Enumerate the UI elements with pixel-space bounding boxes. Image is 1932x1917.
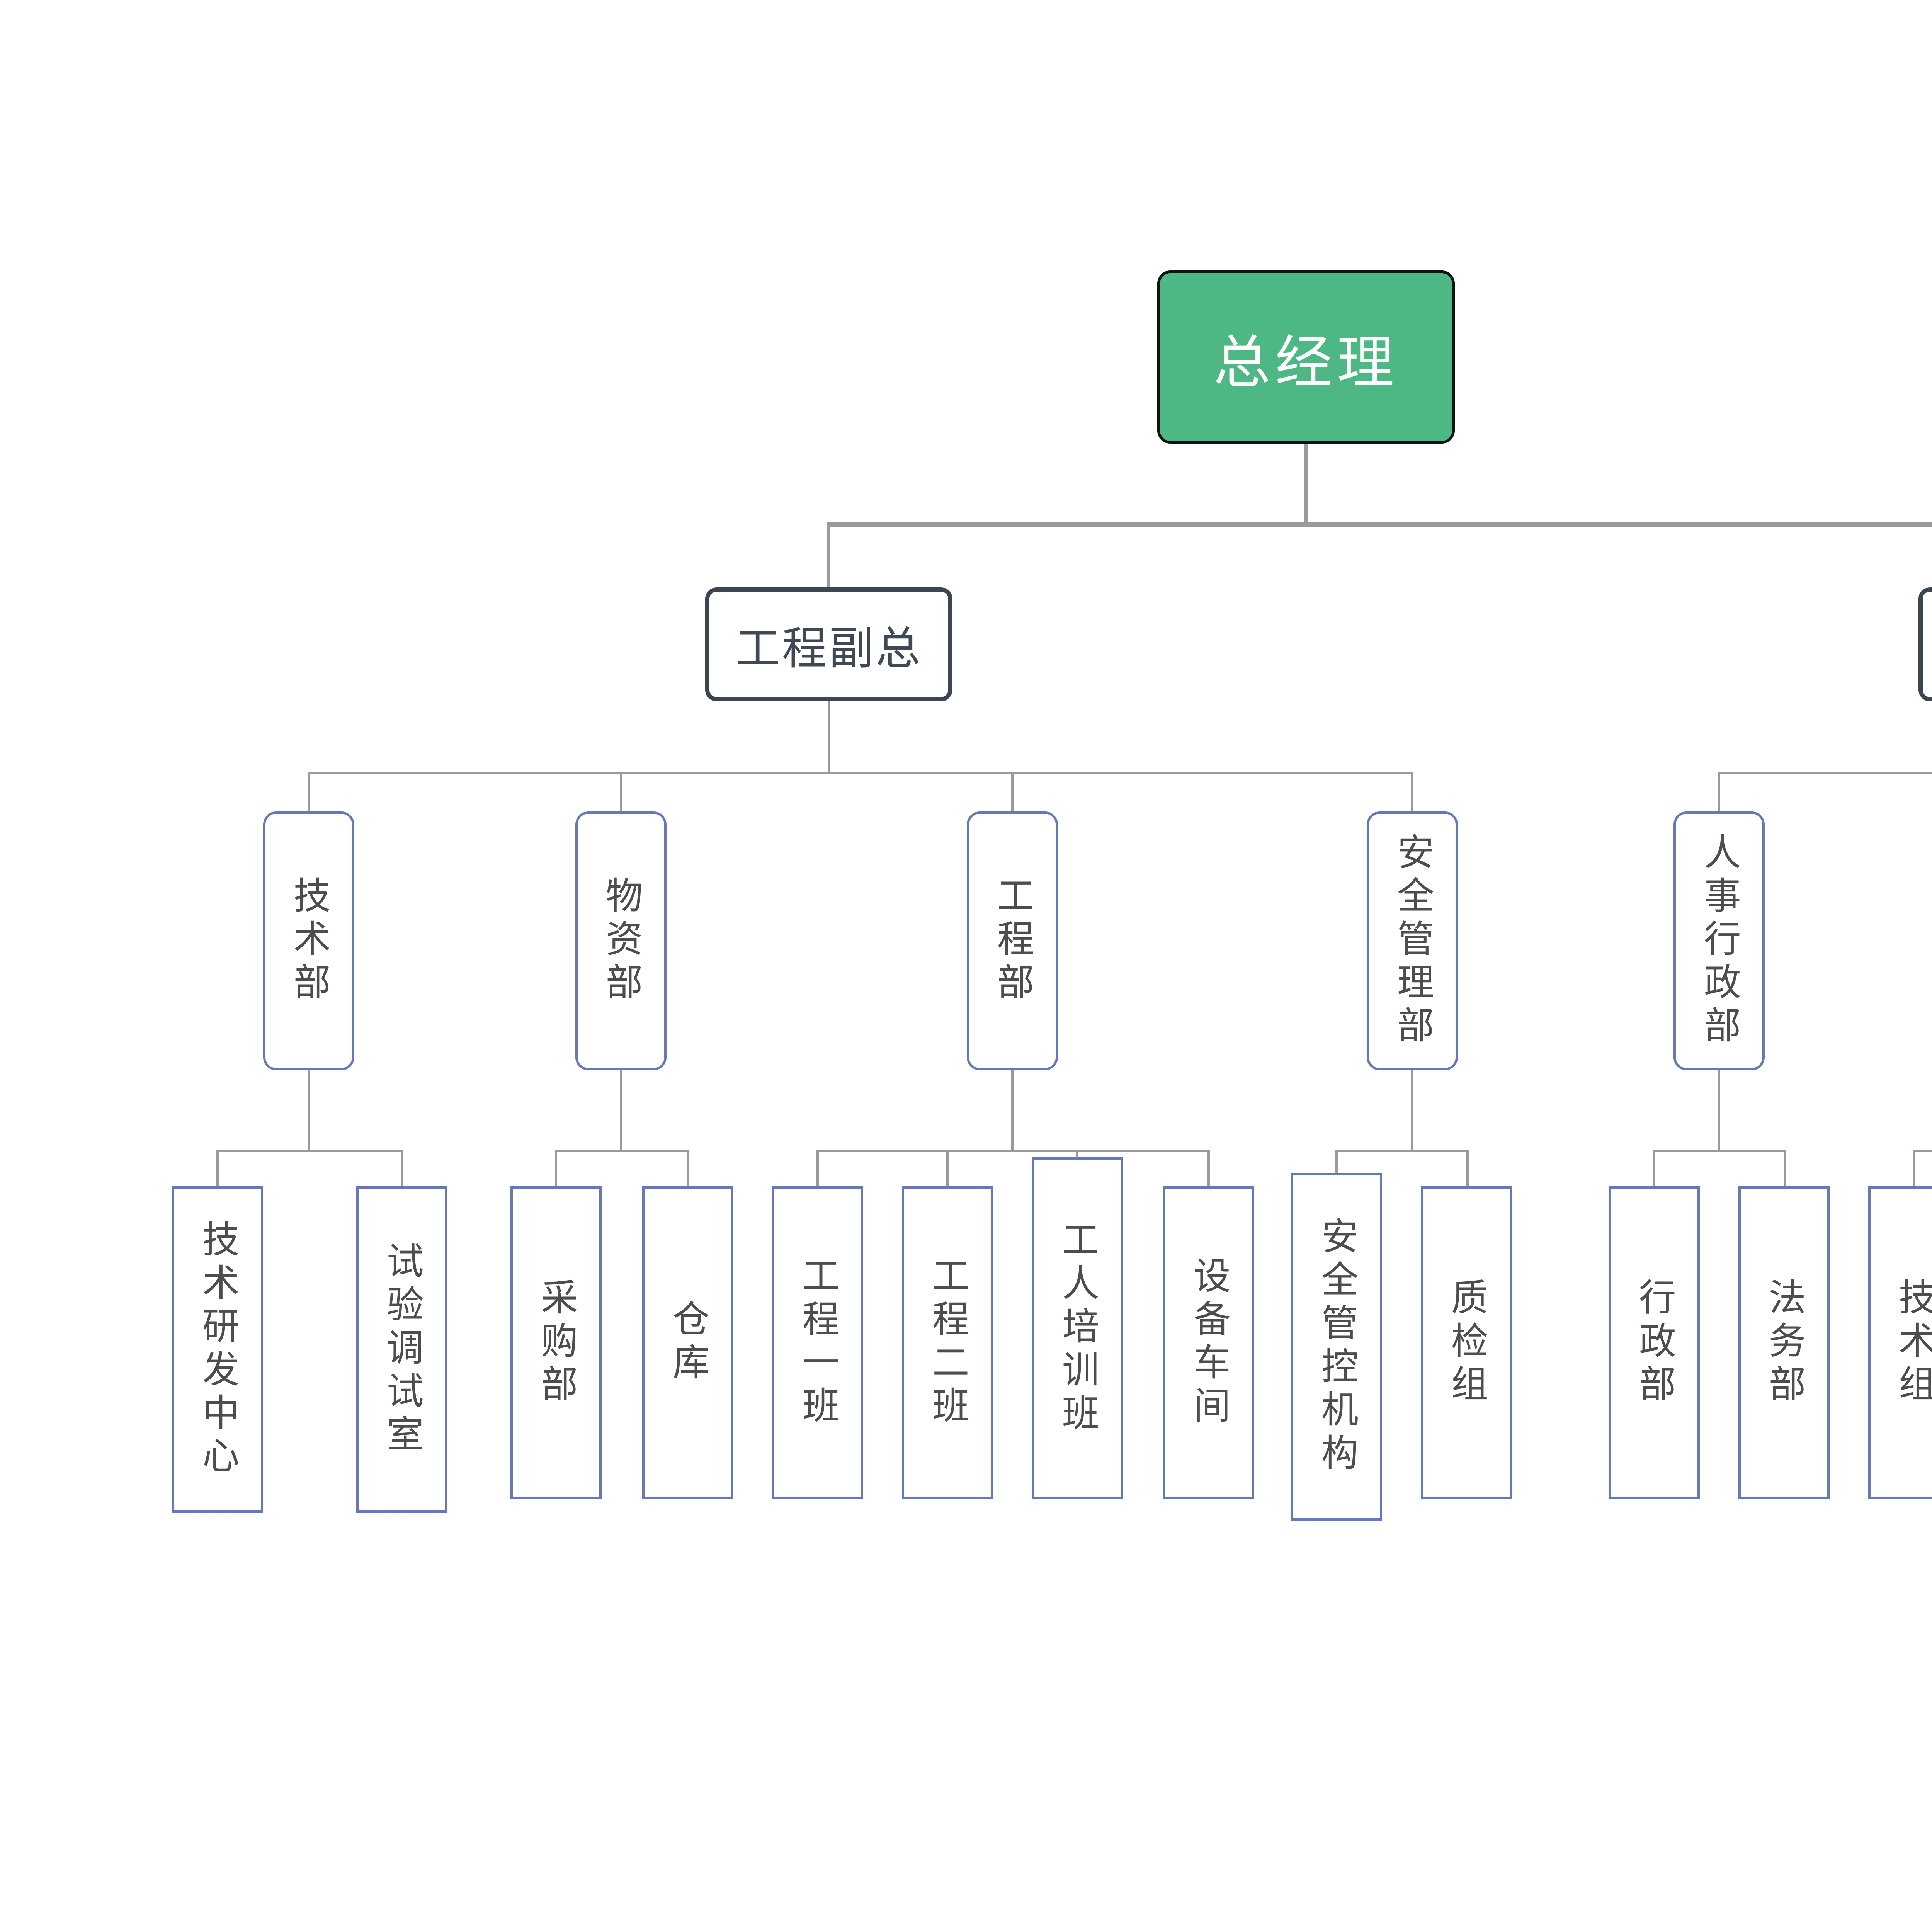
connector-drop-safety-dept <box>1411 772 1413 812</box>
node-admin-deputy: 行政副总 <box>1918 587 1932 701</box>
connector-drop-engineering-dept <box>1011 772 1014 812</box>
connector-rail-engdept <box>816 1150 1210 1152</box>
node-general-manager: 总经理 <box>1157 270 1455 444</box>
connector-rail-hradmin <box>1653 1150 1786 1152</box>
connector-rail-engineering <box>308 772 1413 774</box>
node-eng-team-2: 工程二班 <box>902 1186 993 1499</box>
connector-rail-materials <box>555 1150 689 1152</box>
node-engineering-deputy: 工程副总 <box>705 587 952 701</box>
node-admin-dept: 行政部 <box>1609 1186 1700 1499</box>
connector-drop-tech-dept <box>308 772 310 812</box>
node-safety-control-org: 安全管控机构 <box>1291 1173 1382 1521</box>
node-tech-dept: 技术部 <box>263 811 354 1070</box>
connector-drop-legal <box>1784 1150 1786 1189</box>
node-hr-admin-dept: 人事行政部 <box>1673 811 1765 1070</box>
connector-engineering-stub <box>828 701 830 773</box>
node-legal-dept: 法务部 <box>1738 1186 1830 1499</box>
connector-drop-admin <box>1653 1150 1655 1189</box>
connector-drop-warehouse <box>687 1150 689 1189</box>
node-materials-dept: 物资部 <box>575 811 667 1070</box>
node-eng-team-1: 工程一班 <box>772 1186 863 1499</box>
connector-drop-equipment-workshop <box>1208 1150 1210 1189</box>
node-safety-dept: 安全管理部 <box>1367 811 1458 1070</box>
connector-root-stub <box>1304 444 1308 525</box>
connector-drop-hr-admin-dept <box>1718 772 1720 812</box>
node-procurement-dept: 采购部 <box>510 1186 602 1499</box>
connector-rail-admin <box>1718 772 1932 774</box>
connector-drop-eng-team2 <box>946 1150 949 1189</box>
node-warehouse: 仓库 <box>642 1186 733 1499</box>
connector-rail-tech <box>216 1150 403 1152</box>
connector-rail-level2 <box>827 522 1932 527</box>
connector-hradmin-stub <box>1718 1070 1720 1150</box>
node-test-debug-room: 试验调试室 <box>356 1186 447 1513</box>
connector-drop-safety-control <box>1335 1150 1338 1189</box>
connector-safety-stub <box>1411 1070 1413 1150</box>
node-tech-rd-center: 技术研发中心 <box>172 1186 263 1513</box>
connector-tech-stub <box>308 1070 310 1150</box>
connector-drop-tech-rd <box>216 1150 219 1189</box>
connector-drop-materials-dept <box>620 772 622 812</box>
node-quality-inspection-group: 质检组 <box>1421 1186 1512 1499</box>
connector-drop-test-debug <box>401 1150 403 1189</box>
connector-rail-bidding <box>1913 1150 1932 1152</box>
connector-drop-eng-team1 <box>816 1150 819 1189</box>
connector-drop-procurement <box>555 1150 557 1189</box>
connector-materials-stub <box>620 1070 622 1150</box>
connector-rail-safety <box>1335 1150 1469 1152</box>
node-worker-training-class: 工人培训班 <box>1032 1157 1123 1499</box>
connector-engdept-stub <box>1011 1070 1014 1150</box>
node-equipment-workshop: 设备车间 <box>1163 1186 1254 1499</box>
node-engineering-dept: 工程部 <box>967 811 1058 1070</box>
connector-drop-quality-inspection <box>1466 1150 1469 1189</box>
connector-drop-tech-group <box>1913 1150 1915 1189</box>
node-tech-group: 技术组 <box>1868 1186 1932 1499</box>
connector-drop-engineering-deputy <box>827 522 830 588</box>
